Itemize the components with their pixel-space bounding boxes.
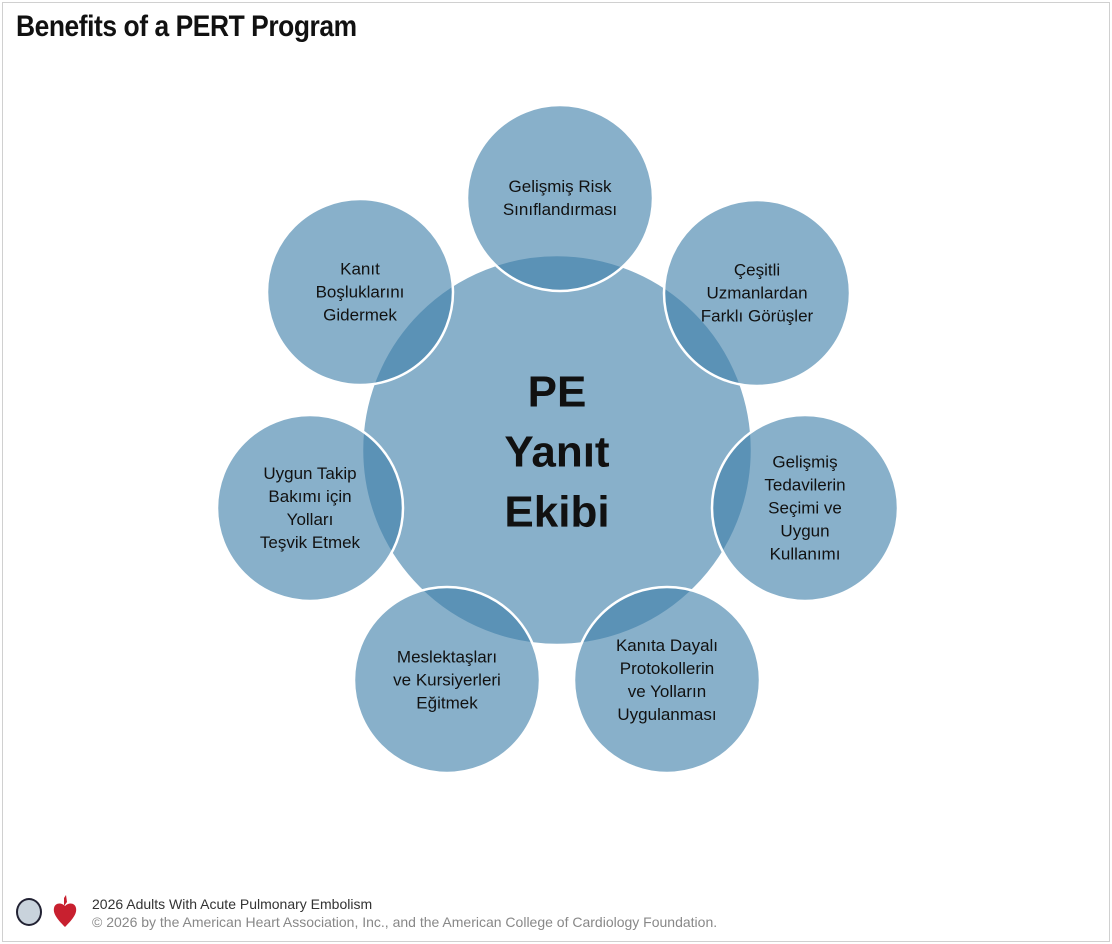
center-label: Yanıt [504,428,609,477]
satellite-circle [265,197,455,387]
satellite-label: Uygulanması [617,705,716,724]
satellite-label: Gelişmiş Risk [509,177,612,196]
footer-copyright: © 2026 by the American Heart Association… [92,914,718,930]
center-label: PE [528,368,587,417]
satellite-label: Sınıflandırması [503,200,617,219]
satellite-label: Boşluklarını [316,283,405,302]
satellite-label: Kanıta Dayalı [616,636,718,655]
satellite-circle [710,413,900,603]
satellite-label: Seçimi ve [768,499,842,518]
footer-title: 2026 Adults With Acute Pulmonary Embolis… [92,896,373,912]
satellite-label: Yolları [287,510,334,529]
satellite-label: Teşvik Etmek [260,533,361,552]
satellite-circle [215,413,405,603]
satellite-label: Uzmanlardan [706,284,807,303]
figure-title: Benefits of a PERT Program [16,10,357,43]
satellite-label: Çeşitli [734,261,780,280]
satellite-label: Uygun [780,522,829,541]
satellite-circle [662,198,852,388]
satellite-label: Eğitmek [416,694,478,713]
satellite-circle [352,585,542,775]
acc-logo-icon [16,898,42,926]
satellite-label: ve Kursiyerleri [393,671,501,690]
center-label: Ekibi [504,488,609,537]
satellite-label: Gidermek [323,306,397,325]
satellite-circle [572,585,762,775]
satellite-label: Farklı Görüşler [701,307,814,326]
satellite-label: Meslektaşları [397,648,497,667]
satellite-circle [465,103,655,293]
satellite-label: Protokollerin [620,659,715,678]
satellite-label: ve Yolların [628,682,706,701]
satellite-label: Bakımı için [268,487,351,506]
aha-heart-logo-icon [53,895,77,927]
satellite-label: Kullanımı [770,545,841,564]
satellite-label: Kanıt [340,260,380,279]
satellite-label: Tedavilerin [764,476,845,495]
satellite-label: Gelişmiş [772,453,837,472]
satellite-label: Uygun Takip [263,464,356,483]
